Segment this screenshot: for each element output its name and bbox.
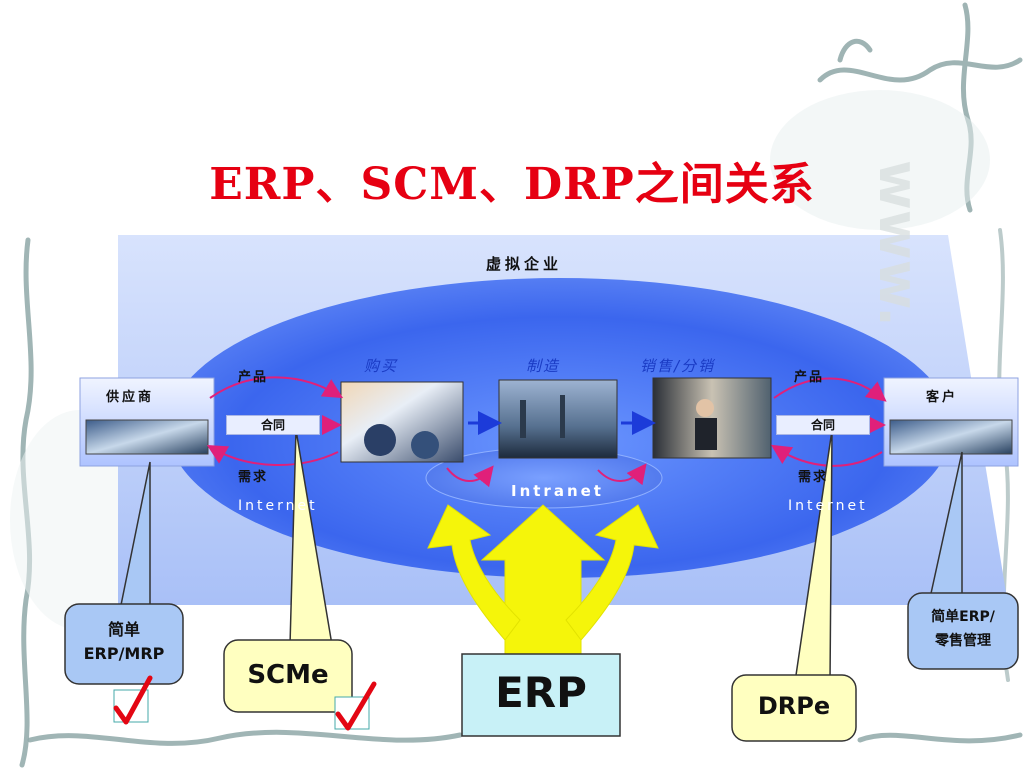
virtual-enterprise-label: 虚拟企业 (486, 255, 563, 273)
callout-drpe-text: DRPe (757, 692, 831, 720)
customer-photo (889, 419, 1013, 455)
stage-purchase-label: 购买 (364, 357, 399, 375)
erp-box (461, 653, 621, 737)
callout-simple-line1: 简单 (107, 620, 140, 639)
callout-simple-erp-mrp (64, 603, 184, 685)
product-right-label: 产品 (794, 370, 825, 385)
page-title: ERP、SCM、DRP之间关系 (209, 159, 815, 210)
internet-left-label: Internet (238, 498, 318, 514)
stage-manufacture-label: 制造 (526, 357, 561, 375)
demand-left-label: 需求 (238, 470, 269, 485)
erp-arrows (427, 504, 659, 656)
demand-right-label: 需求 (798, 470, 829, 485)
customer-label: 客户 (926, 390, 959, 405)
contract-right: 合同 (776, 415, 870, 435)
stage-sales-label: 销售/分销 (640, 357, 716, 375)
intranet-label: Intranet (511, 482, 604, 500)
callout-simple-erp-mrp-text: 简单 ERP/MRP (65, 618, 183, 666)
contract-left: 合同 (226, 415, 320, 435)
manufacture-photo (498, 379, 618, 459)
callout-scme-text: SCMe (247, 660, 329, 690)
callout-simple-erp-retail-text: 简单ERP/ 零售管理 (908, 605, 1018, 653)
callout-erp-mrp-line2: ERP/MRP (83, 644, 165, 663)
check-icon (335, 681, 377, 731)
callout-retail-line2: 零售管理 (935, 633, 991, 649)
callout-drpe (731, 674, 857, 742)
decorative-vine-bottom (27, 729, 1023, 746)
purchase-photo (340, 381, 464, 463)
callout-retail-line1: 简单ERP/ (931, 609, 995, 625)
product-left-label: 产品 (238, 370, 269, 385)
callout-simple-erp-retail (907, 592, 1019, 670)
callout-erp-text: ERP (495, 668, 587, 717)
check-icon (113, 675, 153, 725)
callout-scme (223, 639, 353, 713)
internet-right-label: Internet (788, 498, 868, 514)
supplier-label: 供应商 (106, 390, 155, 405)
supplier-photo (85, 419, 209, 455)
